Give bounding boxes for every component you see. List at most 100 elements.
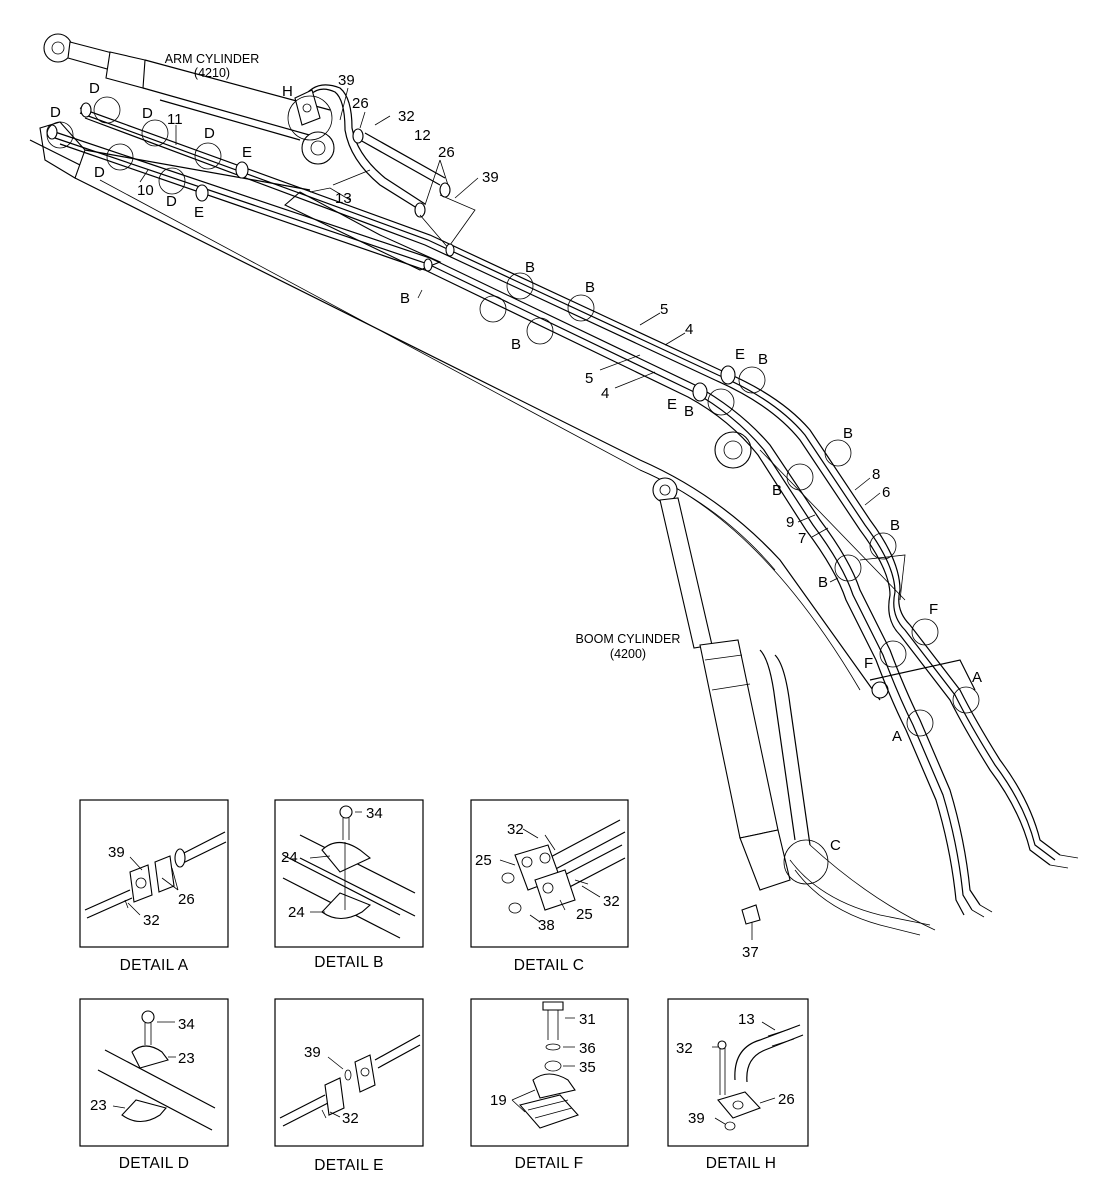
part-number: 39: [482, 169, 499, 186]
callout-b: B: [684, 403, 694, 420]
callout-b: B: [525, 259, 535, 276]
main-assembly: ARM CYLINDER (4210) BOOM CYLINDER (4200)…: [29, 33, 1079, 961]
callout-b: B: [400, 290, 410, 307]
boom-cylinder-name: BOOM CYLINDER: [576, 632, 681, 646]
boom-cylinder-code: (4200): [610, 647, 646, 661]
detail-f-label: 19: [490, 1092, 507, 1109]
callout-b: B: [843, 425, 853, 442]
detail-f-label: 36: [579, 1040, 596, 1057]
detail-d-label: 23: [178, 1050, 195, 1067]
detail-c-label: 25: [475, 852, 492, 869]
callout-e: E: [735, 346, 745, 363]
part-number: 37: [742, 944, 759, 961]
part-number: 4: [601, 385, 609, 402]
detail-h-label: 13: [738, 1011, 755, 1028]
detail-f-drawing: 31 36 35 19: [490, 1001, 596, 1129]
part-number: 5: [660, 301, 668, 318]
main-leaders: [139, 87, 881, 940]
callout-b: B: [818, 574, 828, 591]
detail-b-label: 24: [288, 904, 305, 921]
part-number: 39: [338, 72, 355, 89]
detail-a-drawing: 39 26 32: [84, 831, 227, 929]
callout-a: A: [892, 728, 902, 745]
boom-cylinder: [652, 477, 936, 936]
detail-h-drawing: 13 32 26 39: [676, 1011, 804, 1131]
callout-f: F: [864, 655, 873, 672]
detail-c-label: 32: [603, 893, 620, 910]
callout-d: D: [204, 125, 215, 142]
detail-d-label: 34: [178, 1016, 195, 1033]
part-number: 6: [882, 484, 890, 501]
detail-c-drawing: 32 25 38 25 32: [475, 819, 626, 934]
detail-a-label: 26: [178, 891, 195, 908]
arm-cylinder-code: (4210): [194, 66, 230, 80]
detail-h-caption: DETAIL H: [706, 1155, 776, 1172]
callout-d: D: [94, 164, 105, 181]
callout-circles: [46, 95, 980, 885]
arm-hoses: [294, 84, 476, 272]
detail-e-label: 39: [304, 1044, 321, 1061]
detail-f-label: 31: [579, 1011, 596, 1028]
part-number: 7: [798, 530, 806, 547]
part-number: 26: [352, 95, 369, 112]
callout-d: D: [89, 80, 100, 97]
callout-b: B: [772, 482, 782, 499]
detail-b-drawing: 34 24 24: [281, 805, 416, 939]
callout-h: H: [282, 83, 293, 100]
callout-b: B: [585, 279, 595, 296]
part-number: 13: [335, 190, 352, 207]
detail-a-frame: [79, 799, 229, 948]
upper-pipe-bundle: [79, 107, 1079, 869]
part-number: 11: [167, 111, 183, 128]
detail-boxes: [79, 799, 809, 1147]
detail-c-label: 32: [507, 821, 524, 838]
part-number: 12: [414, 127, 431, 144]
callout-f: F: [929, 601, 938, 618]
part-number: 8: [872, 466, 880, 483]
detail-d-label: 23: [90, 1097, 107, 1114]
part-number: 9: [786, 514, 794, 531]
callout-c: C: [830, 837, 841, 854]
detail-d-frame: [79, 998, 229, 1147]
lower-pipe-bundle: [54, 131, 993, 918]
detail-e-caption: DETAIL E: [314, 1157, 384, 1174]
detail-h-frame: [667, 998, 809, 1147]
detail-f-caption: DETAIL F: [515, 1155, 584, 1172]
detail-c-label: 38: [538, 917, 555, 934]
part-number: 4: [685, 321, 693, 338]
main-labels: ARM CYLINDER (4210) BOOM CYLINDER (4200)…: [50, 52, 982, 961]
callout-a: A: [972, 669, 982, 686]
detail-b-label: 24: [281, 849, 298, 866]
part-number: 5: [585, 370, 593, 387]
callout-e: E: [667, 396, 677, 413]
detail-h-label: 26: [778, 1091, 795, 1108]
callout-b: B: [758, 351, 768, 368]
detail-b-frame: [274, 799, 424, 948]
detail-e-drawing: 39 32: [279, 1034, 421, 1127]
detail-h-label: 39: [688, 1110, 705, 1127]
detail-a-label: 32: [143, 912, 160, 929]
callout-b: B: [511, 336, 521, 353]
callout-d: D: [50, 104, 61, 121]
arm-body: [29, 121, 976, 701]
detail-d-drawing: 34 23 23: [90, 1010, 216, 1131]
part-number: 26: [438, 144, 455, 161]
detail-e-label: 32: [342, 1110, 359, 1127]
detail-d-caption: DETAIL D: [119, 1155, 189, 1172]
detail-f-label: 35: [579, 1059, 596, 1076]
callout-b: B: [890, 517, 900, 534]
callout-d: D: [142, 105, 153, 122]
detail-a-label: 39: [108, 844, 125, 861]
detail-b-label: 34: [366, 805, 383, 822]
detail-b-caption: DETAIL B: [314, 954, 384, 971]
arm-cylinder-name: ARM CYLINDER: [165, 52, 259, 66]
part-number: 10: [137, 182, 154, 199]
detail-c-label: 25: [576, 906, 593, 923]
detail-a-caption: DETAIL A: [120, 957, 189, 974]
part-number: 32: [398, 108, 415, 125]
detail-captions: DETAIL A DETAIL B DETAIL C DETAIL D DETA…: [119, 954, 776, 1174]
callout-e: E: [194, 204, 204, 221]
detail-e-frame: [274, 998, 424, 1147]
detail-c-caption: DETAIL C: [514, 957, 584, 974]
